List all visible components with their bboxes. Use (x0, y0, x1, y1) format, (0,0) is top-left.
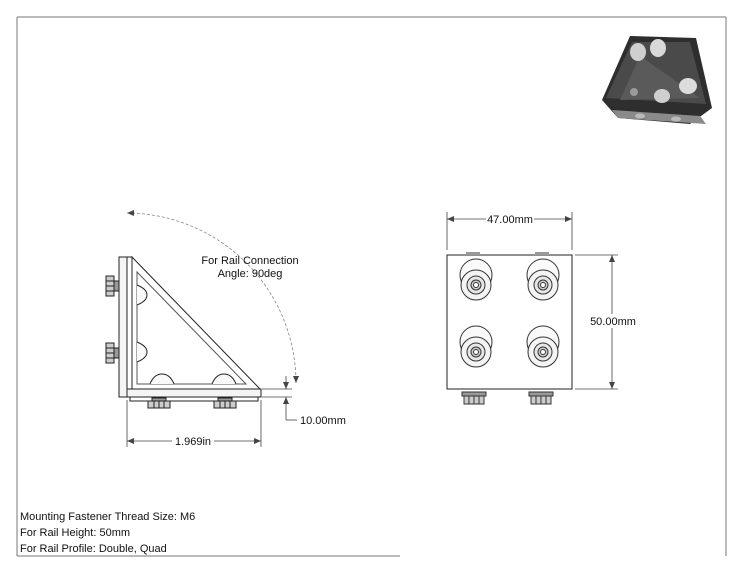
gusset (131, 255, 262, 390)
iso-hole-3 (679, 78, 697, 94)
vertical-plate (118, 256, 128, 398)
front-bottom-fastener-left (461, 391, 487, 405)
angle-arc (126, 212, 297, 384)
note-rail-height: For Rail Height: 50mm (20, 527, 131, 539)
iso-hole-1 (630, 43, 646, 61)
height-dim-label: 50.00mm (590, 316, 636, 328)
bottom-plate (126, 388, 262, 398)
width-dim-label: 47.00mm (487, 214, 533, 226)
iso-hole-5 (630, 88, 638, 96)
side-view (105, 255, 262, 409)
left-fastener-bottom (105, 342, 120, 364)
isometric-view (602, 36, 712, 124)
front-bolt-bottom-right (526, 325, 560, 368)
spec-notes: Mounting Fastener Thread Size: M6 For Ra… (20, 509, 195, 557)
note-thread-size: Mounting Fastener Thread Size: M6 (20, 511, 196, 523)
iso-hole-4 (654, 89, 670, 103)
thickness-dim-label: 10.00mm (300, 415, 346, 427)
rail-connection-label: For Rail Connection (201, 255, 298, 267)
left-fastener-top (105, 275, 120, 297)
front-bolt-top-left (459, 258, 493, 301)
length-dim-label: 1.969in (175, 436, 211, 448)
front-view (446, 252, 573, 405)
note-rail-profile: For Rail Profile: Double, Quad (20, 543, 167, 555)
sheet-border (16, 16, 727, 557)
front-bolt-top-right (526, 258, 560, 301)
bottom-fastener-left (147, 397, 171, 409)
bottom-fastener-right (213, 397, 237, 409)
front-bottom-fastener-right (528, 391, 554, 405)
thickness-dimension (262, 376, 297, 421)
front-bolt-bottom-left (459, 325, 493, 368)
rail-angle-label: Angle: 90deg (218, 268, 283, 280)
iso-hole-2 (650, 39, 666, 57)
